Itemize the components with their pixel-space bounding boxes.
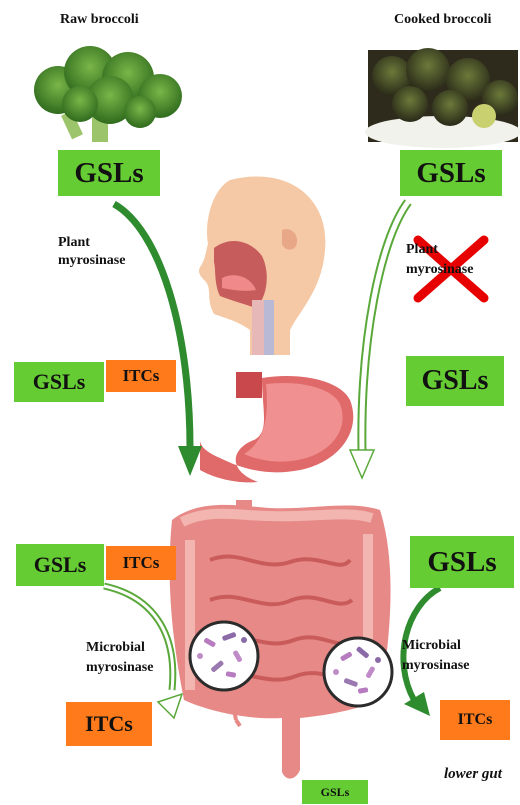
microbes-circle-left — [190, 622, 258, 690]
gsl-box-cooked: GSLs — [400, 150, 502, 196]
plant-myrosinase-label-right: Plant myrosinase — [406, 240, 473, 280]
head-profile-image — [199, 176, 325, 355]
itc-box-intestine-left: ITCs — [106, 546, 176, 580]
gsl-box-bottom: GSLs — [302, 780, 368, 804]
arrow-cooked-hollow — [350, 202, 408, 478]
cooked-broccoli-image — [365, 48, 520, 148]
cooked-broccoli-title: Cooked broccoli — [394, 12, 491, 28]
raw-broccoli-image — [34, 46, 182, 142]
microbes-circle-right — [324, 638, 392, 706]
lower-gut-label: lower gut — [444, 766, 502, 783]
microbial-myrosinase-label-right: Microbial myrosinase — [402, 636, 469, 676]
itc-box-bottom-left: ITCs — [66, 702, 152, 746]
stomach-image — [200, 372, 353, 482]
raw-broccoli-title: Raw broccoli — [60, 12, 139, 28]
itc-box-bottom-right: ITCs — [440, 700, 510, 740]
gsl-box-intestine-left: GSLs — [16, 544, 104, 586]
plant-myrosinase-label-left: Plant myrosinase — [58, 234, 125, 270]
gsl-box-intestine-right: GSLs — [410, 536, 514, 588]
gsl-box-raw: GSLs — [58, 150, 160, 196]
arrow-plant-myrosinase-left — [114, 204, 202, 476]
gsl-box-stomach-left: GSLs — [14, 362, 104, 402]
gsl-box-stomach-right: GSLs — [406, 356, 504, 406]
microbial-myrosinase-label-left: Microbial myrosinase — [86, 638, 153, 678]
itc-box-stomach-left: ITCs — [106, 360, 176, 392]
